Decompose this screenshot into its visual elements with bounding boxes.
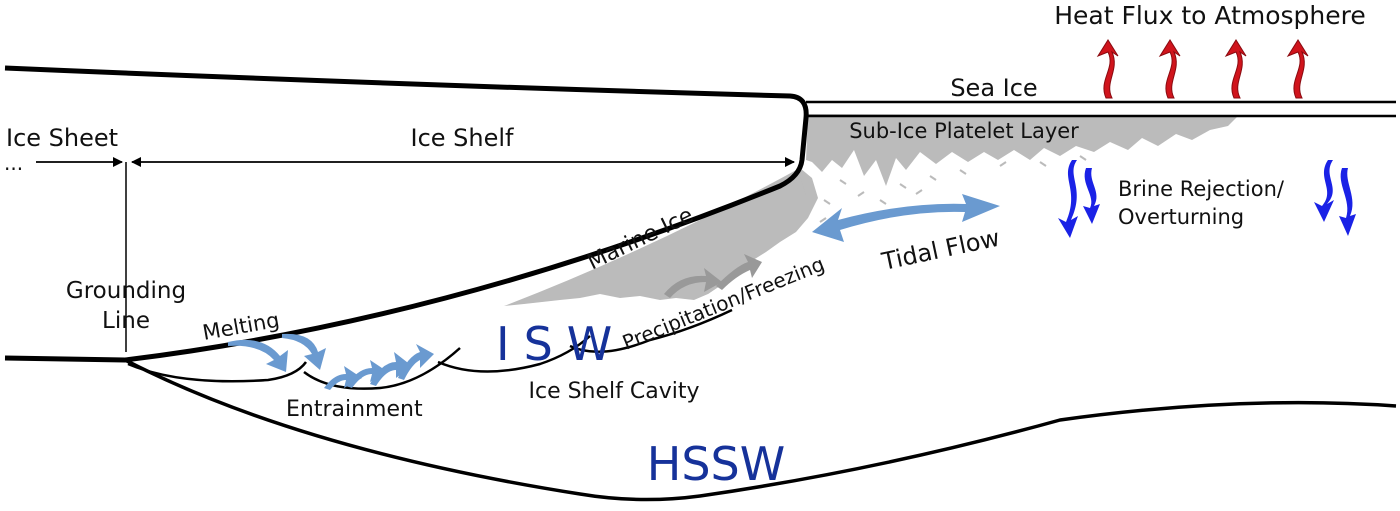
heat-flux-arrow-icon bbox=[1096, 39, 1119, 99]
heat-flux-arrow-icon bbox=[1286, 39, 1309, 99]
grounding-line-label-1: Grounding bbox=[66, 278, 186, 304]
heat-flux-arrow-icon bbox=[1224, 39, 1247, 99]
brine-label-line1: Brine Rejection/ bbox=[1118, 177, 1285, 201]
isw-label: ISW bbox=[496, 317, 626, 371]
ice-shelf-label: Ice Shelf bbox=[411, 124, 515, 152]
freezing-arrows bbox=[664, 254, 762, 298]
heat-flux-label: Heat Flux to Atmosphere bbox=[1054, 1, 1366, 30]
marine-ice-fringe bbox=[700, 176, 806, 294]
entrainment-arrows bbox=[324, 344, 434, 390]
sub-ice-platelet-label: Sub-Ice Platelet Layer bbox=[849, 119, 1079, 143]
tidal-flow-arrow-icon bbox=[812, 194, 1000, 242]
cavity-circulation bbox=[127, 308, 733, 390]
sea-ice-label: Sea Ice bbox=[950, 74, 1037, 102]
brine-overturning-arrow-icon bbox=[1058, 160, 1100, 238]
melting-arrow-icon bbox=[282, 333, 326, 370]
melting-arrow-icon bbox=[228, 339, 288, 372]
entrainment-arrow-icon bbox=[370, 352, 412, 386]
freezing-arrow-icon bbox=[664, 268, 722, 298]
brine-label-line2: Overturning bbox=[1118, 205, 1244, 229]
entrainment-arrow-icon bbox=[324, 366, 362, 390]
melting-arrows bbox=[228, 333, 326, 372]
entrainment-arrow-icon bbox=[346, 360, 388, 388]
tidal-flow-label: Tidal Flow bbox=[878, 224, 1002, 276]
entrainment-arrow-icon bbox=[398, 344, 434, 380]
heat-flux-arrow-icon bbox=[1158, 39, 1181, 99]
freezing-arrow-icon bbox=[716, 254, 762, 290]
ice-sheet-label: Ice Sheet bbox=[6, 124, 118, 152]
brine-overturning-arrow-icon bbox=[1314, 160, 1356, 236]
seafloor bbox=[124, 358, 1397, 502]
entrainment-label: Entrainment bbox=[286, 397, 423, 422]
grounding-line-label-2: Line bbox=[102, 308, 150, 334]
ice-sheet-ellipsis: ... bbox=[4, 151, 23, 175]
cavity-label: Ice Shelf Cavity bbox=[528, 379, 699, 404]
platelet-speckles bbox=[819, 155, 1087, 223]
heat-flux-arrows bbox=[1096, 39, 1309, 99]
ice-shelf-outline bbox=[4, 65, 809, 363]
hssw-label: HSSW bbox=[647, 437, 785, 491]
brine-arrows bbox=[1058, 160, 1356, 238]
sub-ice-platelet-layer bbox=[806, 114, 1238, 186]
